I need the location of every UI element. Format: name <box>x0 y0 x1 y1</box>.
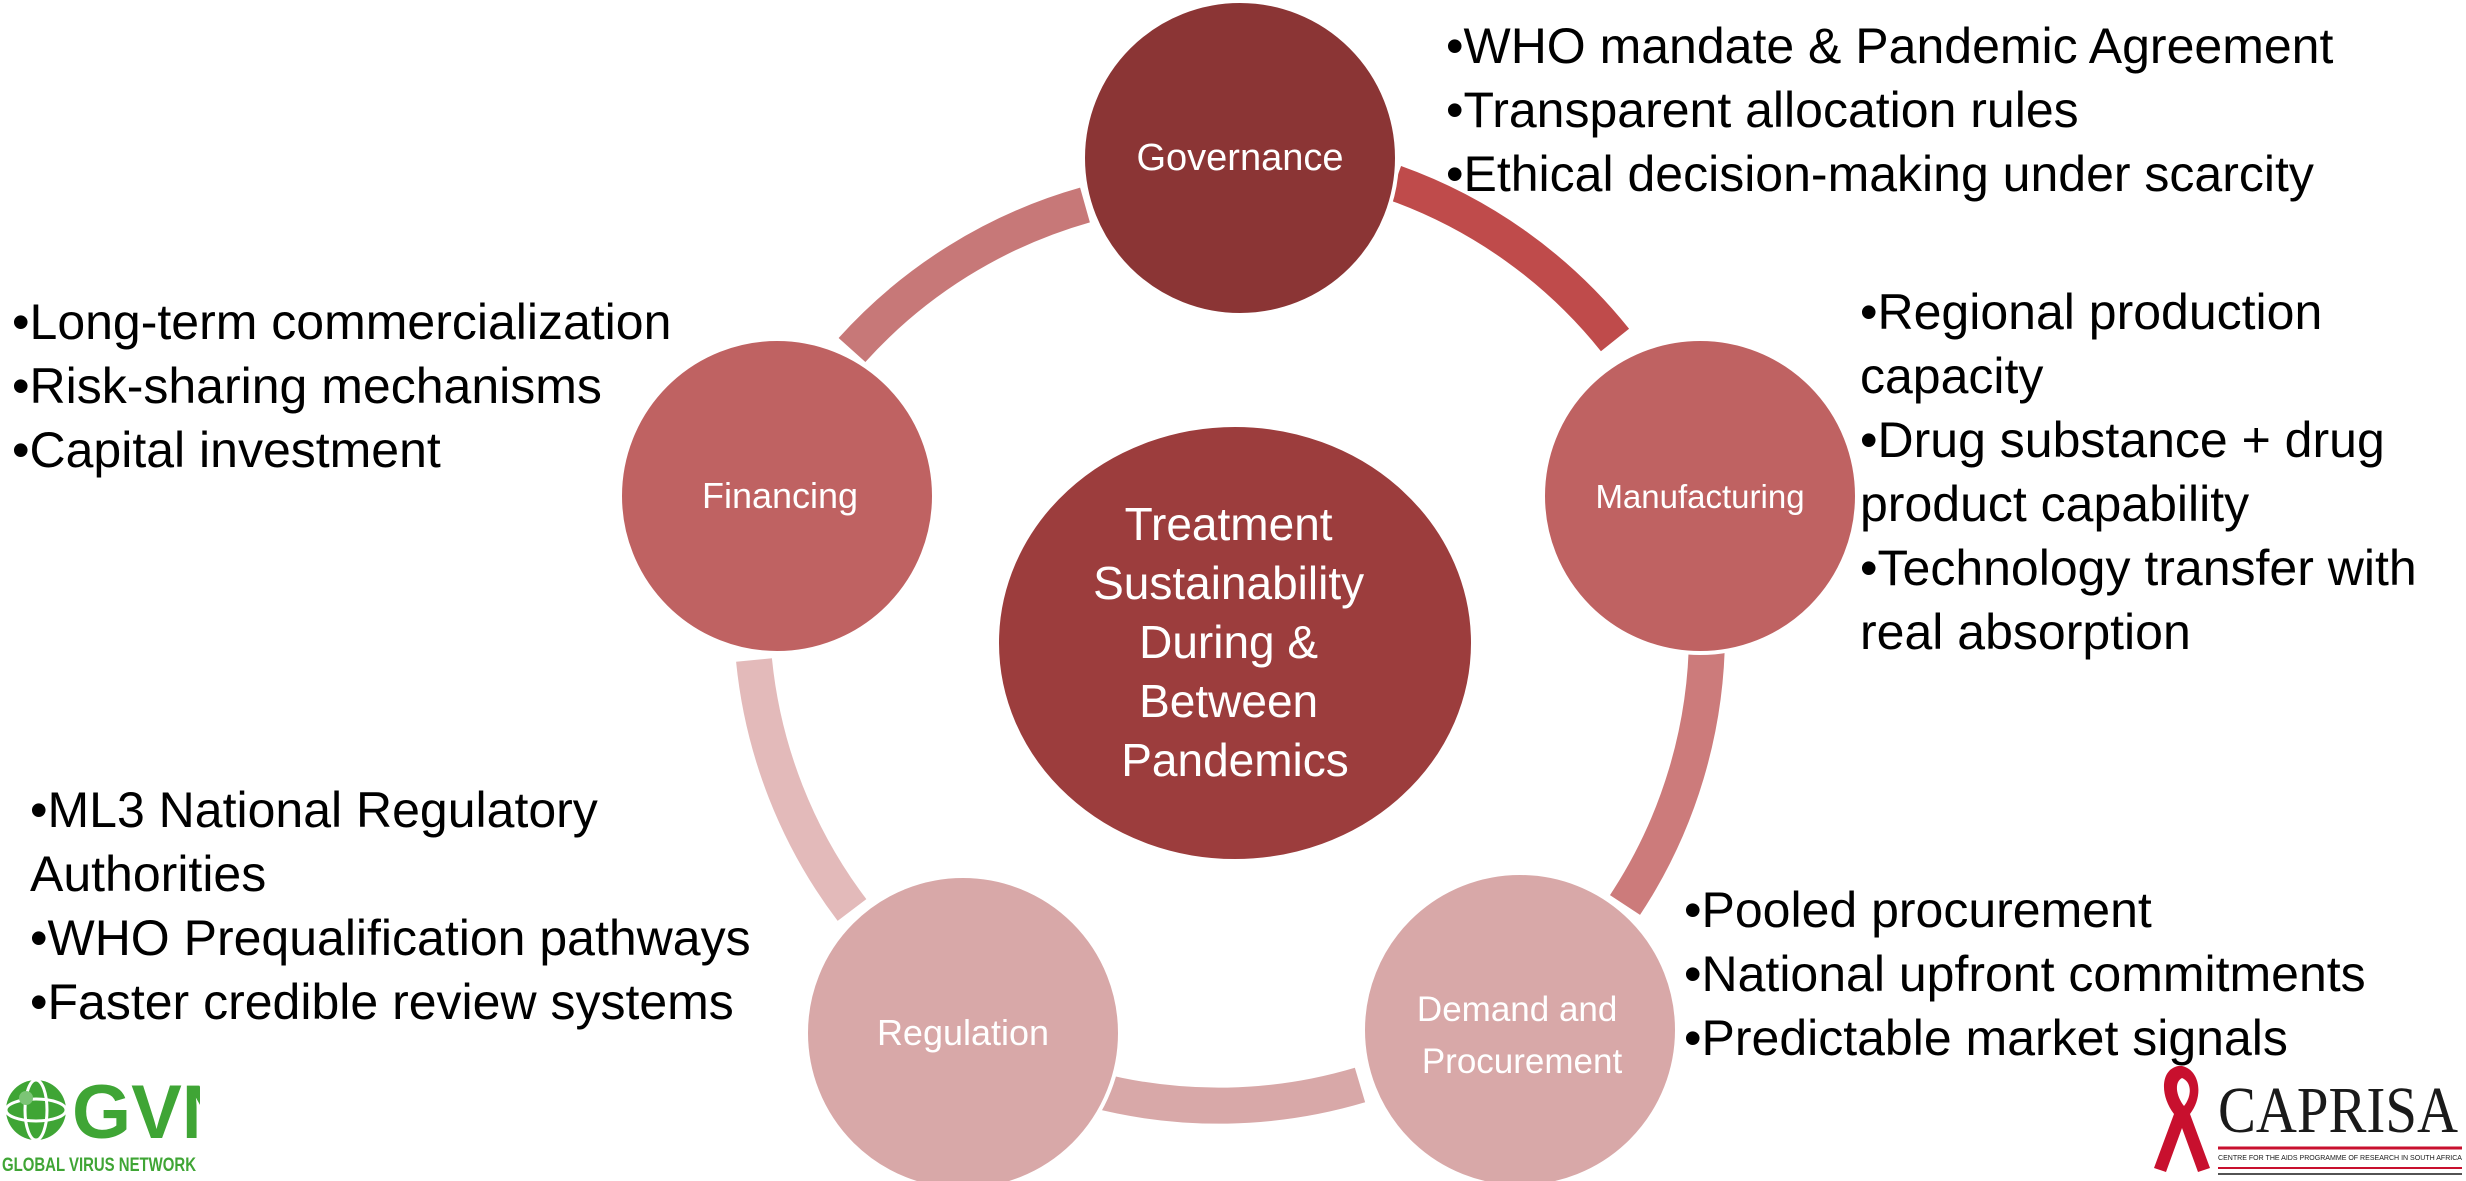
red-ribbon-icon <box>2154 1066 2210 1172</box>
financing-node <box>618 337 936 655</box>
bullet-item: •Regional production <box>1860 284 2323 340</box>
manufacturing-label-line: Manufacturing <box>1595 478 1804 515</box>
hub-label: Treatment Sustainability During & Betwee… <box>1093 498 1377 786</box>
caprisa-logo: CAPRISA CENTRE FOR THE AIDS PROGRAMME OF… <box>2154 1066 2462 1175</box>
manufacturing-label: Manufacturing <box>1595 478 1804 515</box>
demand-procurement-label: Demand and Procurement <box>1417 990 1627 1081</box>
hub-label-line: Between <box>1139 675 1318 727</box>
regulation-label-line: Regulation <box>877 1012 1049 1053</box>
gvn-logo-subtitle: GLOBAL VIRUS NETWORK <box>2 1155 196 1176</box>
regulation-label: Regulation <box>877 1012 1049 1053</box>
bullet-item: •Risk-sharing mechanisms <box>12 358 602 414</box>
caprisa-logo-subtitle: CENTRE FOR THE AIDS PROGRAMME OF RESEARC… <box>2218 1155 2462 1162</box>
demand-procurement-label-line: Procurement <box>1422 1042 1623 1081</box>
financing-label: Financing <box>702 475 858 516</box>
bullet-item: •Drug substance + drug <box>1860 412 2385 468</box>
arc-manufacturing-demand <box>1609 629 1726 915</box>
globe-icon <box>4 1078 68 1142</box>
arc-financing-governance <box>838 187 1090 363</box>
manufacturing-bullets: •Regional production capacity •Drug subs… <box>1860 280 2417 664</box>
bullet-item: capacity <box>1860 348 2044 404</box>
bullet-item: •Transparent allocation rules <box>1446 82 2079 138</box>
manufacturing-node <box>1541 337 1859 655</box>
regulation-node <box>804 874 1122 1181</box>
bullet-item: •National upfront commitments <box>1684 946 2366 1002</box>
governance-label-line: Governance <box>1136 137 1343 179</box>
demand-procurement-bullets: •Pooled procurement •National upfront co… <box>1684 878 2366 1070</box>
bullet-item: •Capital investment <box>12 422 441 478</box>
governance-node <box>1081 0 1399 317</box>
arc-regulation-financing <box>736 658 867 921</box>
bullet-item: •Predictable market signals <box>1684 1010 2288 1066</box>
hub-label-line: Pandemics <box>1121 734 1349 786</box>
hub-node <box>995 423 1475 863</box>
caprisa-logo-text: CAPRISA <box>2218 1074 2458 1147</box>
demand-procurement-node <box>1361 871 1679 1181</box>
bullet-item: •ML3 National Regulatory <box>30 782 598 838</box>
hub-label-line: Treatment <box>1125 498 1333 550</box>
bullet-item: •WHO Prequalification pathways <box>30 910 751 966</box>
bullet-item: •Long-term commercialization <box>12 294 672 350</box>
hub-label-line: During & <box>1139 616 1318 668</box>
financing-label-line: Financing <box>702 475 858 516</box>
bullet-item: •Technology transfer with <box>1860 540 2417 596</box>
hub-label-line: Sustainability <box>1093 557 1364 609</box>
bullet-item: •Ethical decision-making under scarcity <box>1446 146 2314 202</box>
arc-governance-manufacturing <box>1388 166 1630 352</box>
bullet-item: Authorities <box>30 846 267 902</box>
governance-label: Governance <box>1136 137 1343 179</box>
bullet-item: product capability <box>1860 476 2250 532</box>
demand-procurement-label-line: Demand and <box>1417 990 1617 1029</box>
financing-bullets: •Long-term commercialization •Risk-shari… <box>12 290 671 482</box>
bullet-item: •Pooled procurement <box>1684 882 2152 938</box>
gvn-logo: GVN GLOBAL VIRUS NETWORK <box>2 1070 200 1176</box>
gvn-logo-text: GVN <box>72 1070 200 1155</box>
bullet-item: •Faster credible review systems <box>30 974 734 1030</box>
bullet-item: real absorption <box>1860 604 2191 660</box>
bullet-item: •WHO mandate & Pandemic Agreement <box>1446 18 2334 74</box>
regulation-bullets: •ML3 National Regulatory Authorities •WH… <box>30 778 751 1034</box>
governance-bullets: •WHO mandate & Pandemic Agreement •Trans… <box>1446 14 2333 206</box>
arc-demand-regulation <box>1090 1067 1366 1124</box>
